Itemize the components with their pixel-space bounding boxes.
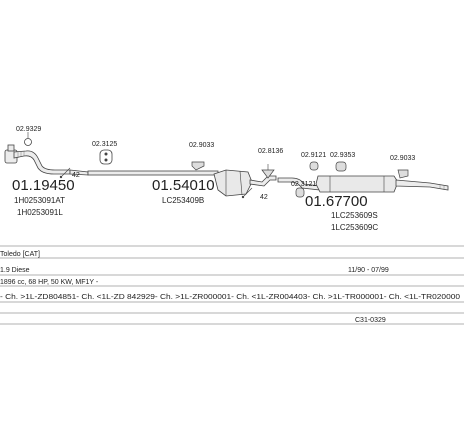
gasket-9329-label: 02.9329 <box>16 126 41 133</box>
front-pipe-number: 01.19450 <box>12 177 75 194</box>
clamp-42-front-label: 42 <box>72 172 80 179</box>
middle-silencer-number: 01.54010 <box>152 177 215 194</box>
spec-capacity: 1896 cc, 68 HP, 50 KW, MF1Y - <box>0 279 99 286</box>
bracket-9033-mid-icon <box>191 161 205 171</box>
spec-code: C31-0329 <box>355 317 386 324</box>
rear-silencer-oem-2: 1LC253609C <box>331 223 378 232</box>
clamp-42-mid-label: 42 <box>260 194 268 201</box>
rear-silencer-number: 01.67700 <box>305 193 368 210</box>
clamp-42-mid-icon <box>241 187 253 199</box>
front-pipe-oem-2: 1H0253091L <box>17 208 63 217</box>
rear-silencer-oem-1: 1LC253609S <box>331 211 378 220</box>
rubber-9353-icon <box>335 161 347 172</box>
front-pipe-oem-1: 1H0253091AT <box>14 196 65 205</box>
front-pipe-drawing <box>4 144 89 176</box>
rubber-9033-rear-icon <box>397 169 409 179</box>
bracket-9033-mid-label: 02.9033 <box>189 142 214 149</box>
rubber-3121-rear-icon <box>295 187 305 198</box>
hanger-8136-label: 02.8136 <box>258 148 283 155</box>
hanger-8136-icon <box>261 164 275 179</box>
spec-vehicle: Toledo [CAT] <box>0 251 40 258</box>
spec-engine: 1.9 Diese <box>0 267 30 274</box>
rubber-9033-rear-label: 02.9033 <box>390 155 415 162</box>
rubber-3121-rear-label: 02.3121 <box>291 181 316 188</box>
hanger-3125-icon <box>99 149 113 165</box>
rubber-9121-label: 02.9121 <box>301 152 326 159</box>
spec-table <box>0 245 464 325</box>
clamp-42-front-icon <box>59 167 71 179</box>
middle-pipe-drawing <box>87 169 277 197</box>
spec-chassis: - Ch. >1L-ZD804851- Ch. <1L-ZD 842929- C… <box>0 294 460 301</box>
rear-silencer-drawing <box>277 175 449 193</box>
rubber-9353-label: 02.9353 <box>330 152 355 159</box>
middle-silencer-oem-1: LC253409B <box>162 196 204 205</box>
hanger-3125-label: 02.3125 <box>92 141 117 148</box>
spec-years: 11/90 - 07/99 <box>348 267 389 274</box>
rubber-9121-icon <box>309 161 319 171</box>
gasket-9329-icon <box>24 132 32 146</box>
